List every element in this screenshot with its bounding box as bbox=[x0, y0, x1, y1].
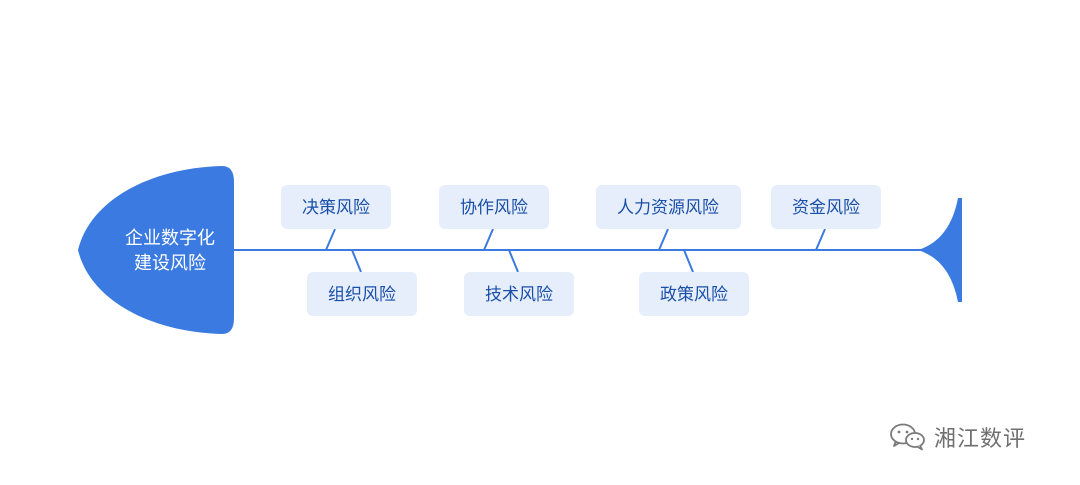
risk-label: 决策风险 bbox=[302, 198, 370, 218]
risk-label: 技术风险 bbox=[485, 285, 553, 305]
head-label-line2: 建设风险 bbox=[134, 253, 206, 274]
bone-top-1 bbox=[325, 228, 336, 251]
risk-box-human-resources: 人力资源风险 bbox=[596, 185, 741, 229]
risk-box-funding: 资金风险 bbox=[771, 185, 881, 229]
bone-bottom-3 bbox=[683, 249, 694, 273]
bone-bottom-1 bbox=[351, 249, 362, 273]
risk-label: 协作风险 bbox=[460, 198, 528, 218]
fish-tail bbox=[918, 198, 962, 302]
bone-top-4 bbox=[815, 228, 826, 251]
watermark-text: 湘江数评 bbox=[934, 427, 1027, 452]
watermark: 湘江数评 bbox=[888, 420, 1068, 454]
risk-box-organization: 组织风险 bbox=[307, 272, 417, 316]
risk-label: 组织风险 bbox=[328, 285, 396, 305]
risk-box-technology: 技术风险 bbox=[464, 272, 574, 316]
wechat-icon bbox=[890, 423, 925, 451]
risk-box-decision: 决策风险 bbox=[281, 185, 391, 229]
bone-bottom-2 bbox=[508, 249, 519, 273]
risk-box-collaboration: 协作风险 bbox=[439, 185, 549, 229]
risk-label: 资金风险 bbox=[792, 198, 860, 218]
fish-head bbox=[78, 166, 234, 334]
bone-top-3 bbox=[658, 228, 669, 251]
head-label-line1: 企业数字化 bbox=[125, 228, 215, 249]
risk-label: 人力资源风险 bbox=[617, 198, 719, 218]
risk-label: 政策风险 bbox=[660, 285, 728, 305]
risk-box-policy: 政策风险 bbox=[639, 272, 749, 316]
bone-top-2 bbox=[483, 228, 494, 251]
